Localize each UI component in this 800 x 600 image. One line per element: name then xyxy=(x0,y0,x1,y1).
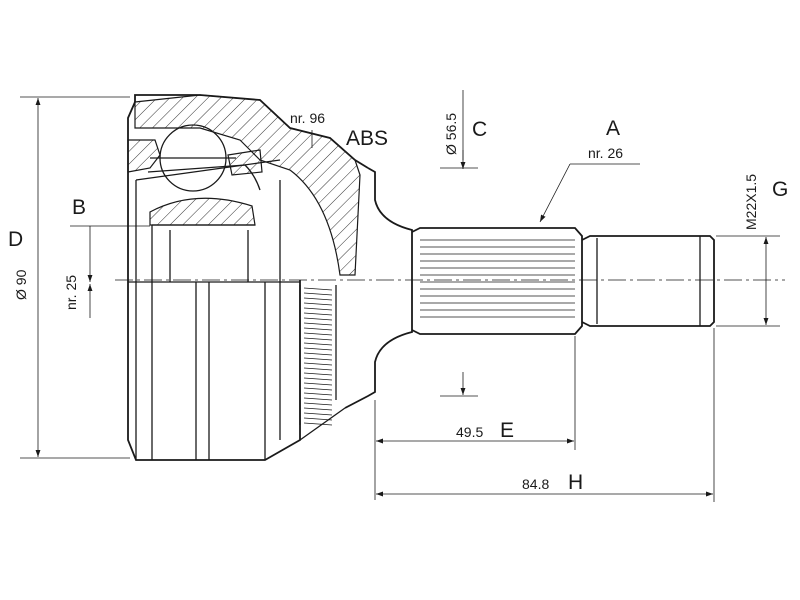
dimension-d xyxy=(20,96,130,459)
abs-tooth xyxy=(303,382,333,386)
abs-tooth xyxy=(303,322,333,326)
abs-tooth xyxy=(303,347,333,351)
abs-tooth xyxy=(303,317,333,321)
dimension-h xyxy=(376,328,715,502)
abs-tooth xyxy=(303,417,333,421)
label-abs: ABS xyxy=(346,127,388,150)
abs-tooth xyxy=(303,402,333,406)
dimension-g xyxy=(716,235,780,327)
abs-tooth xyxy=(303,397,333,401)
abs-tooth xyxy=(303,312,333,316)
abs-ring xyxy=(299,285,337,426)
abs-tooth xyxy=(303,352,333,356)
label-h: H xyxy=(568,471,583,494)
label-e: E xyxy=(500,419,514,442)
abs-tooth xyxy=(303,332,333,336)
abs-tooth xyxy=(303,387,333,391)
cage-section xyxy=(149,197,256,226)
label-d: D xyxy=(8,228,23,251)
abs-tooth xyxy=(303,327,333,331)
abs-tooth xyxy=(303,412,333,416)
abs-tooth xyxy=(303,292,333,296)
abs-tooth xyxy=(303,392,333,396)
dimension-a xyxy=(539,163,640,223)
abs-tooth xyxy=(303,337,333,341)
value-g: M22X1.5 xyxy=(743,174,759,230)
abs-tooth xyxy=(303,422,333,426)
label-a: A xyxy=(606,117,620,140)
abs-tooth xyxy=(303,362,333,366)
note-b: nr. 25 xyxy=(63,275,79,310)
label-g: G xyxy=(772,178,788,201)
dimension-b xyxy=(70,225,150,318)
splined-shaft xyxy=(411,227,583,335)
abs-tooth xyxy=(303,377,333,381)
abs-tooth xyxy=(303,372,333,376)
abs-tooth xyxy=(303,367,333,371)
abs-tooth xyxy=(303,297,333,301)
abs-tooth xyxy=(303,357,333,361)
abs-tooth xyxy=(303,302,333,306)
abs-tooth xyxy=(303,342,333,346)
inner-race-section xyxy=(227,149,263,176)
label-c: C xyxy=(472,118,487,141)
note-abs: nr. 96 xyxy=(290,110,325,126)
label-b: B xyxy=(72,196,86,219)
abs-tooth xyxy=(303,287,333,291)
value-c: Ø 56.5 xyxy=(443,113,459,155)
value-h: 84.8 xyxy=(522,476,549,492)
value-e: 49.5 xyxy=(456,424,483,440)
housing-section-lower-band xyxy=(127,139,161,173)
value-d: Ø 90 xyxy=(13,269,29,300)
threaded-stub xyxy=(581,235,715,327)
abs-tooth xyxy=(303,307,333,311)
dimension-e xyxy=(374,336,576,500)
dimension-c xyxy=(440,90,478,397)
note-a: nr. 26 xyxy=(588,145,623,161)
abs-tooth xyxy=(303,407,333,411)
